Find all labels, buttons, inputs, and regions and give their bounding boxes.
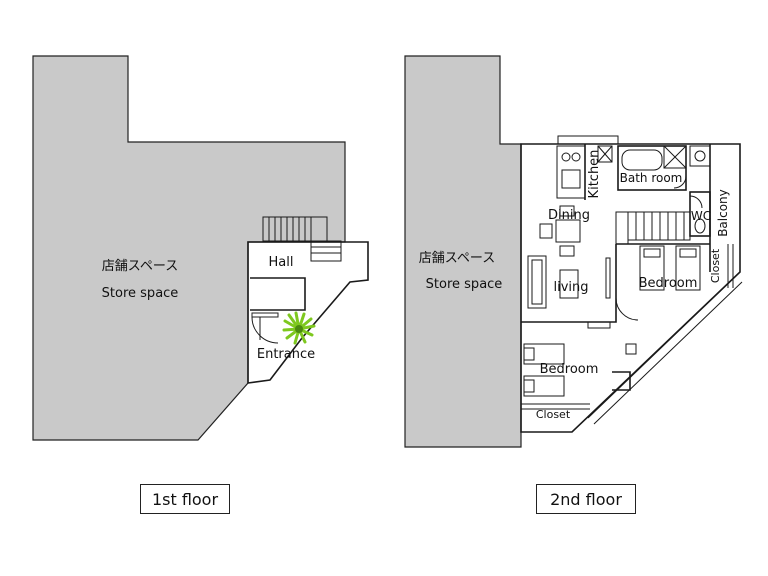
second-floor-apartment-outline xyxy=(520,143,741,433)
entrance-door xyxy=(251,312,279,344)
top-window xyxy=(557,135,619,145)
closet2-label: Closet xyxy=(536,408,571,421)
closet1-label: Closet xyxy=(709,248,722,283)
dining-label: Dining xyxy=(548,208,590,223)
first-floor-hall-outline xyxy=(247,241,369,384)
living-sofa xyxy=(527,255,547,309)
bedroom2-label: Bedroom xyxy=(540,362,599,377)
second-floor-plan: 店舗スペース Store space Kitchen Bath room Din… xyxy=(404,55,743,448)
second-floor-store-label-jp: 店舗スペース xyxy=(419,251,495,266)
wc-label: WC xyxy=(691,209,711,223)
balcony-label: Balcony xyxy=(716,189,730,237)
plant-icon xyxy=(282,311,316,345)
first-floor-plan: 店舗スペース Store space Hall Entrance xyxy=(32,55,369,441)
living-door xyxy=(615,297,639,321)
bedroom-partition-a xyxy=(521,244,617,323)
kitchen-label: Kitchen xyxy=(587,150,602,199)
dining-table xyxy=(539,205,581,257)
first-floor-store-space xyxy=(32,55,346,441)
bedroom1-label: Bedroom xyxy=(639,276,698,291)
bath-label: Bath room xyxy=(620,171,683,185)
second-floor-stair xyxy=(615,211,691,245)
first-floor-store-label-en: Store space xyxy=(102,286,179,301)
bedroom2-beds xyxy=(523,343,565,397)
washbasin xyxy=(689,145,711,167)
living-label: living xyxy=(553,280,588,295)
kitchen-cabinet xyxy=(597,145,613,163)
second-floor-store-label-en: Store space xyxy=(426,277,503,292)
first-floor-partition xyxy=(250,277,306,311)
diagonal-windows xyxy=(587,275,743,425)
kitchen-counter xyxy=(556,145,586,199)
second-floor-label: 2nd floor xyxy=(536,484,636,514)
bedroom2-cabinet xyxy=(612,371,631,391)
first-floor-store-label-jp: 店舗スペース xyxy=(102,259,178,274)
bath-door xyxy=(673,175,687,189)
washroom-shower xyxy=(663,145,687,169)
first-floor-label: 1st floor xyxy=(140,484,230,514)
living-tv xyxy=(605,257,611,299)
bedroom1-beds xyxy=(639,245,701,291)
hall-label: Hall xyxy=(269,255,294,270)
entrance-label: Entrance xyxy=(257,347,315,362)
living-table xyxy=(559,269,579,299)
first-floor-stair xyxy=(262,216,342,262)
